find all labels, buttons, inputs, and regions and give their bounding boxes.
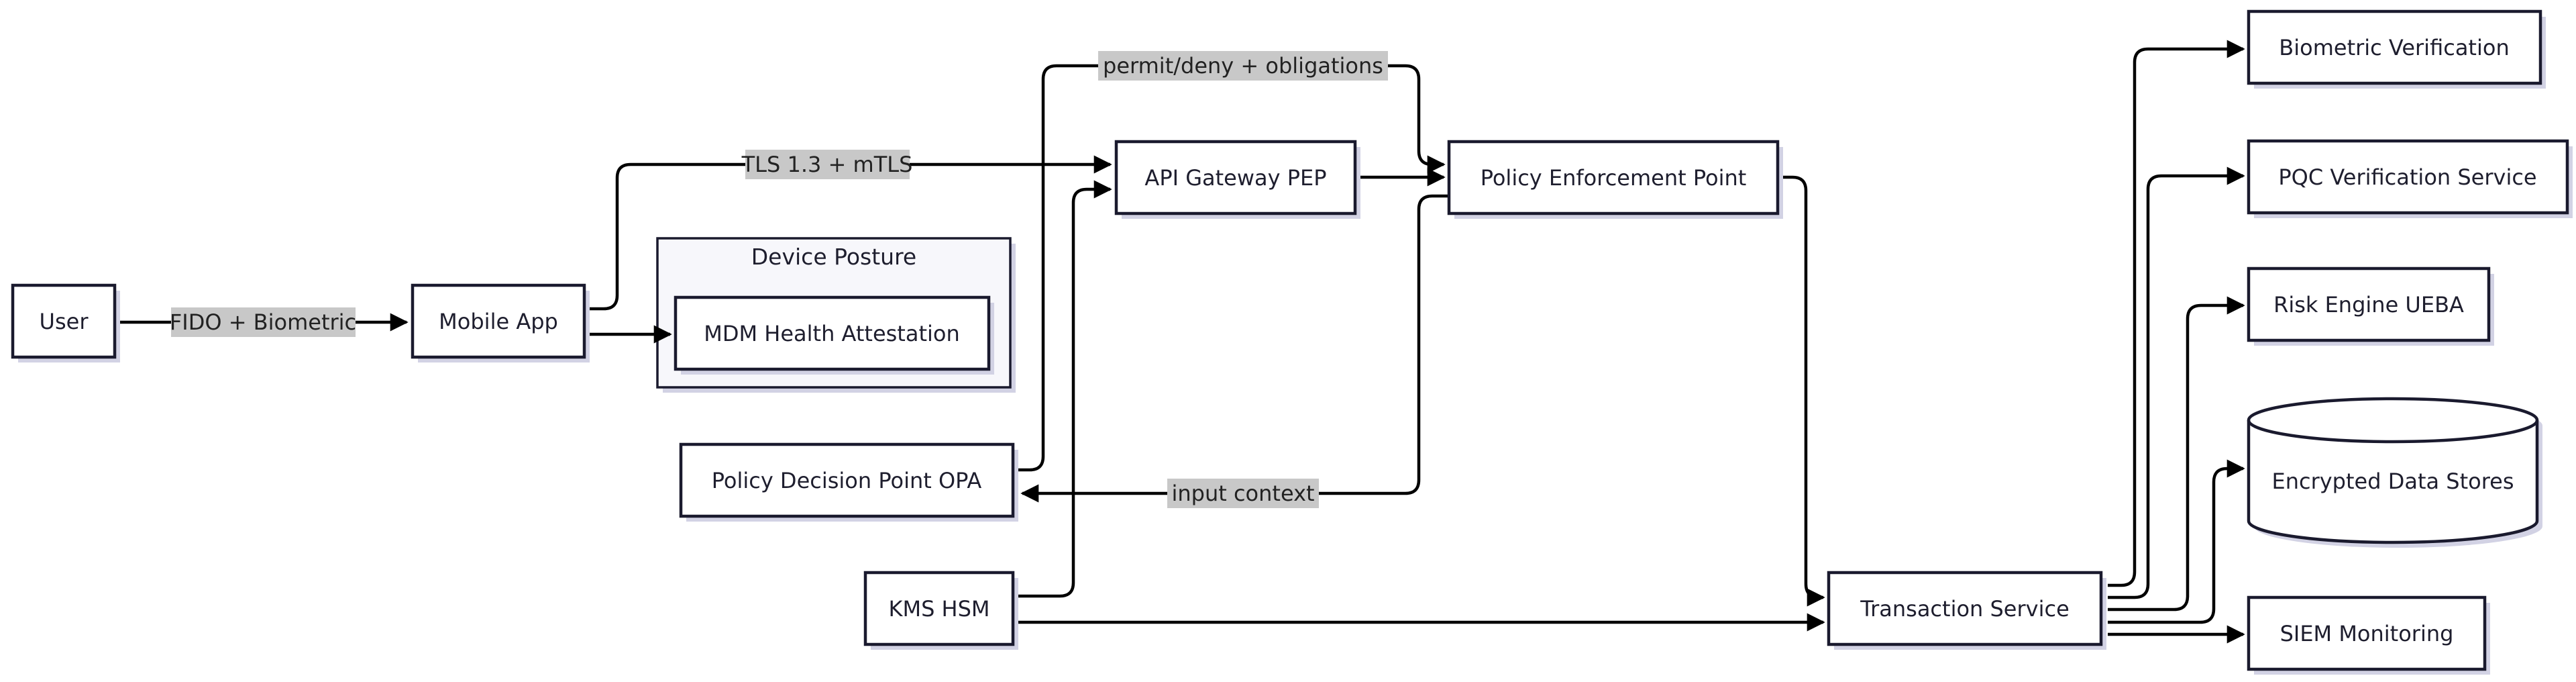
edge-labels: FIDO + Biometric TLS 1.3 + mTLS permit/d… [170,51,1388,508]
node-label: Biometric Verification [2279,35,2509,60]
edge-transaction-to-risk [2108,296,2245,612]
node-label: KMS HSM [888,596,989,622]
edge-mobile-app-to-api-gateway [588,155,1112,311]
node-biometric-verification[interactable]: Biometric Verification [2247,9,2546,89]
node-label: Risk Engine UEBA [2273,292,2464,318]
edge-pep-to-pdp [1020,194,1449,503]
node-label: User [40,309,89,334]
node-label: API Gateway PEP [1144,165,1326,191]
node-mdm-health-attestation[interactable]: MDM Health Attestation [674,295,994,375]
edge-pdp-to-pep [1016,64,1446,472]
edge-label-input-context: input context [1167,479,1319,508]
node-label: Policy Decision Point OPA [712,468,982,493]
node-label: PQC Verification Service [2278,164,2536,190]
node-user[interactable]: User [11,283,120,362]
node-transaction-service[interactable]: Transaction Service [1827,571,2106,650]
edge-label-text: TLS 1.3 + mTLS [741,152,913,177]
node-label: MDM Health Attestation [704,321,960,346]
node-pqc-verification-service[interactable]: PQC Verification Service [2247,139,2573,218]
node-label: SIEM Monitoring [2280,621,2454,646]
edge-pep-to-transaction [1779,175,1825,607]
edge-label-fido-biometric: FIDO + Biometric [170,307,356,337]
node-siem-monitoring[interactable]: SIEM Monitoring [2247,595,2490,675]
node-label: Encrypted Data Stores [2271,469,2514,494]
node-mobile-app[interactable]: Mobile App [411,283,590,362]
edge-transaction-to-pqc [2108,166,2245,599]
node-label: Transaction Service [1860,596,2070,622]
edge-kms-to-api-gateway [1016,180,1112,598]
node-risk-engine-ueba[interactable]: Risk Engine UEBA [2247,266,2494,346]
edges [116,40,2245,644]
edge-label-text: input context [1171,481,1314,506]
node-label: Policy Enforcement Point [1481,165,1747,191]
node-encrypted-data-stores[interactable]: Encrypted Data Stores [2247,397,2542,548]
node-policy-decision-point-opa[interactable]: Policy Decision Point OPA [679,442,1018,522]
edge-label-text: FIDO + Biometric [170,309,356,335]
cluster-title-device-posture: Device Posture [751,244,916,270]
node-kms-hsm[interactable]: KMS HSM [863,571,1018,650]
node-api-gateway-pep[interactable]: API Gateway PEP [1114,140,1360,219]
edge-transaction-to-data-stores [2108,459,2245,624]
node-policy-enforcement-point[interactable]: Policy Enforcement Point [1447,140,1783,219]
edge-transaction-to-biometric [2108,40,2245,587]
node-label: Mobile App [439,309,558,334]
edge-label-tls-mtls: TLS 1.3 + mTLS [741,150,913,179]
edge-label-permit-deny: permit/deny + obligations [1098,51,1388,81]
edge-label-text: permit/deny + obligations [1103,53,1383,79]
